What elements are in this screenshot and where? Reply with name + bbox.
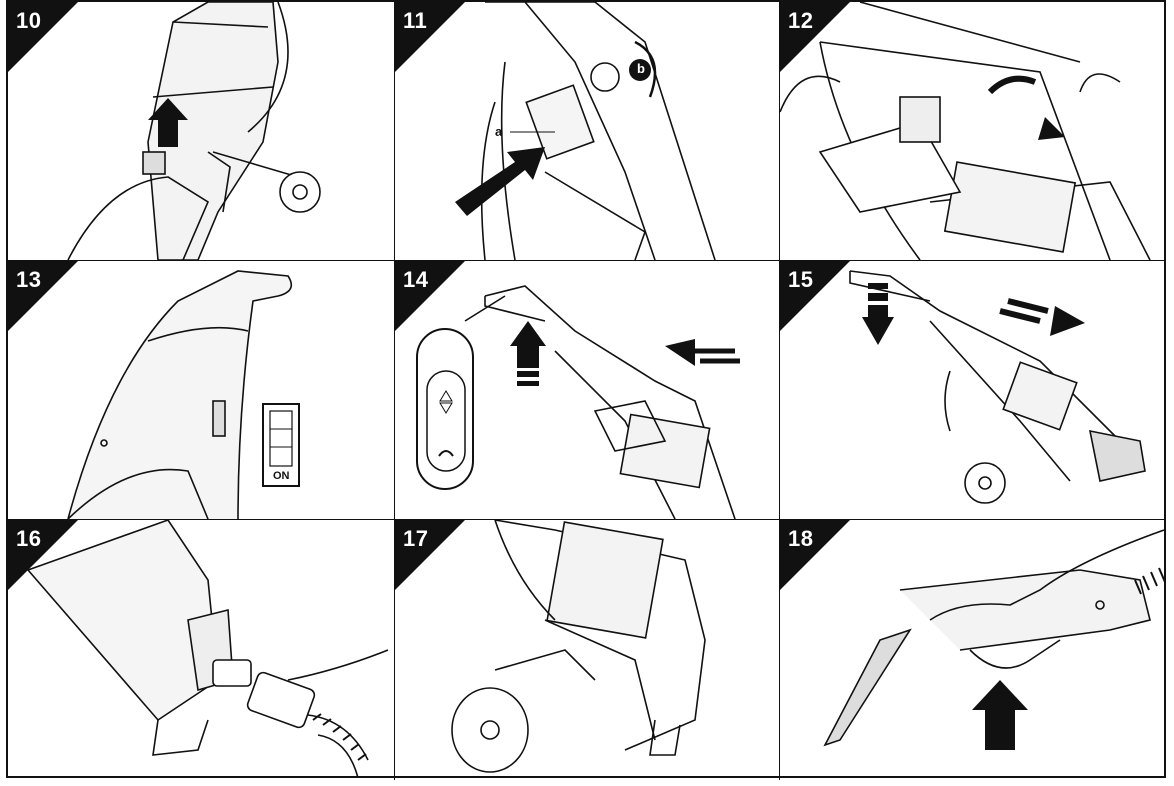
step-panel-18: 18 (780, 510, 1164, 778)
hose-stored-illustration (451, 520, 706, 773)
step-badge (8, 520, 78, 590)
step-number: 18 (788, 526, 814, 551)
callout-a: a (495, 124, 503, 139)
spray-button-illustration (416, 285, 740, 519)
pump-and-push-illustration (849, 270, 1146, 504)
step-number: 11 (403, 8, 428, 33)
tank-cap-illustration (780, 2, 1151, 260)
step-number: 17 (403, 526, 429, 551)
arrow-icon (455, 147, 545, 216)
step-badge (780, 2, 850, 72)
arrow-icon (510, 321, 740, 386)
power-switch-icon (262, 403, 300, 487)
carpet-cleaner-rear-illustration (67, 2, 321, 260)
step-badge (8, 261, 78, 331)
switch-on-label: ON (273, 470, 290, 482)
grid-divider (394, 2, 395, 780)
grid-divider (8, 260, 1164, 261)
step-number: 16 (16, 526, 42, 551)
step-panel-11: a b 11 (395, 2, 779, 260)
step-number: 15 (788, 267, 814, 292)
step-number: 12 (788, 8, 814, 33)
arrow-icon (987, 75, 1037, 95)
step-panel-15: 15 (780, 261, 1164, 509)
step-panel-17: 17 (395, 520, 779, 778)
step-badge (395, 520, 465, 590)
arrow-icon (972, 680, 1028, 750)
step-badge (780, 520, 850, 590)
callout-b: b (637, 61, 645, 76)
tool-trigger-illustration (823, 529, 1164, 750)
step-badge (8, 2, 78, 72)
step-panel-12: 12 (780, 2, 1164, 260)
step-number: 13 (16, 267, 42, 292)
step-badge (395, 2, 465, 72)
grid-divider (779, 2, 780, 780)
power-switch-illustration (67, 270, 300, 519)
step-badge (395, 261, 465, 331)
step-badge (780, 261, 850, 331)
step-panel-10: 10 (8, 2, 394, 260)
tank-latch-illustration (455, 2, 716, 260)
spray-button-icon (416, 328, 474, 490)
arrow-icon (862, 283, 1085, 345)
arrow-icon (148, 98, 188, 147)
step-number: 14 (403, 267, 429, 292)
step-panel-16: 16 (8, 520, 394, 778)
hose-icon (1134, 567, 1164, 595)
step-number: 10 (16, 8, 42, 33)
step-panel-13: ON 13 (8, 261, 394, 519)
step-panel-14: 14 (395, 261, 779, 519)
instruction-grid: 10 a b 11 (6, 0, 1166, 780)
hose-icon (312, 713, 367, 761)
grid-divider (8, 519, 1164, 520)
